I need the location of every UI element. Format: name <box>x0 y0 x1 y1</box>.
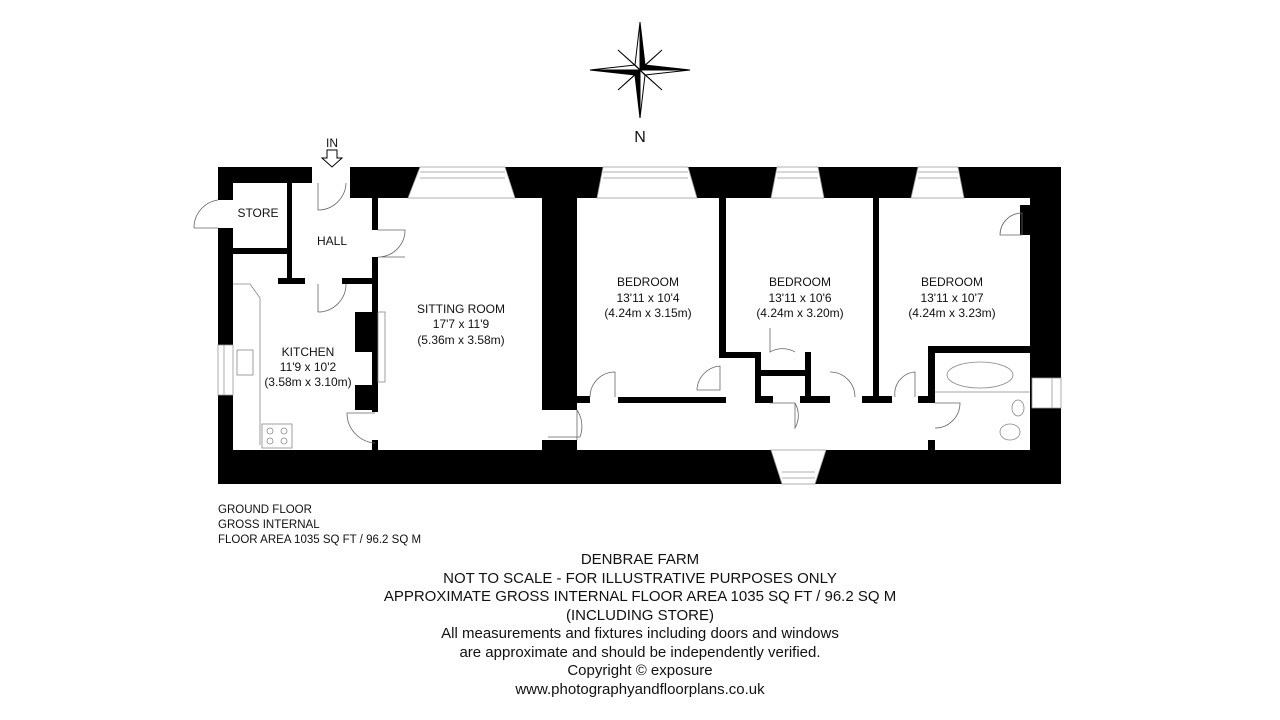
bedroom-3-name: BEDROOM <box>921 275 983 289</box>
fixtures <box>233 283 1030 449</box>
north-label: N <box>634 129 646 146</box>
kitchen-size-imperial: 11'9 x 10'2 <box>280 360 337 374</box>
bedroom-3-size-metric: (4.24m x 3.23m) <box>908 306 995 320</box>
bedroom-1-name: BEDROOM <box>617 275 679 289</box>
measurement-note-1: All measurements and fixtures including … <box>441 625 839 642</box>
bedroom-2-size-metric: (4.24m x 3.20m) <box>756 306 843 320</box>
including-store-note: (INCLUDING STORE) <box>565 606 715 624</box>
walls <box>218 167 1061 484</box>
sitting-room-size-metric: (5.36m x 3.58m) <box>417 333 504 347</box>
copyright-note: Copyright © exposure <box>567 662 713 679</box>
compass-rose-icon <box>589 21 691 119</box>
hall-label: HALL <box>317 234 347 248</box>
bedroom-1-size-metric: (4.24m x 3.15m) <box>604 306 691 320</box>
bedroom-1-size-imperial: 13'11 x 10'4 <box>616 291 679 305</box>
hob-icon <box>261 423 293 449</box>
bedroom-2-size-imperial: 13'11 x 10'6 <box>768 291 831 305</box>
measurement-note-2: are approximate and should be independen… <box>459 643 821 661</box>
floor-area-info: GROUND FLOOR GROSS INTERNAL FLOOR AREA 1… <box>218 503 421 548</box>
scale-note: NOT TO SCALE - FOR ILLUSTRATIVE PURPOSES… <box>443 569 837 587</box>
kitchen-size-metric: (3.58m x 3.10m) <box>264 375 351 389</box>
total-area-note: APPROXIMATE GROSS INTERNAL FLOOR AREA 10… <box>383 588 897 605</box>
floor-area-value: FLOOR AREA 1035 SQ FT / 96.2 SQ M <box>218 534 422 546</box>
property-name: DENBRAE FARM <box>580 551 700 568</box>
sitting-room-name: SITTING ROOM <box>417 302 505 316</box>
toilet-icon <box>999 423 1021 441</box>
basin-icon <box>1011 399 1025 417</box>
store-label: STORE <box>237 206 278 220</box>
website-link[interactable]: www.photographyandfloorplans.co.uk <box>515 680 765 698</box>
floor-level: GROUND FLOOR <box>218 504 312 516</box>
entrance-label: IN <box>326 136 338 150</box>
floor-area-heading: GROSS INTERNAL <box>218 519 320 531</box>
bedroom-2-name: BEDROOM <box>769 275 831 289</box>
kitchen-name: KITCHEN <box>282 345 335 359</box>
windows <box>217 166 1062 485</box>
disclaimer-notes: DENBRAE FARM NOT TO SCALE - FOR ILLUSTRA… <box>0 551 1280 699</box>
bath-icon <box>946 361 1014 389</box>
sitting-room-size-imperial: 17'7 x 11'9 <box>433 317 490 331</box>
bedroom-3-size-imperial: 13'11 x 10'7 <box>920 291 983 305</box>
sink-icon <box>236 349 254 376</box>
entrance-arrow-icon <box>320 149 344 168</box>
doors <box>193 182 1023 444</box>
